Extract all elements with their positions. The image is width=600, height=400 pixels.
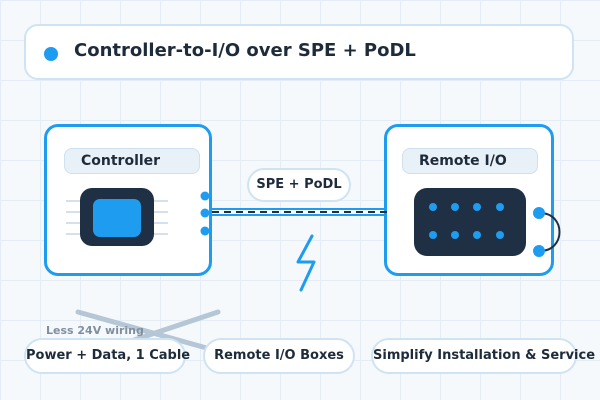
loop-cable-icon	[533, 207, 561, 257]
benefit-power-data: Power + Data, 1 Cable	[24, 338, 190, 374]
title-card: Controller-to-I/O over SPE + PoDL	[24, 24, 574, 80]
controller-label: Controller	[64, 148, 200, 174]
controller-port-dot	[200, 191, 210, 201]
bullet-dot-icon	[44, 47, 58, 61]
benefit-remote-io: Remote I/O Boxes	[203, 338, 355, 374]
page-title: Controller-to-I/O over SPE + PoDL	[74, 40, 416, 61]
remote-io-label: Remote I/O	[402, 148, 538, 174]
chip-icon	[66, 188, 168, 246]
controller-port-dot	[200, 226, 210, 236]
controller-port-dot	[200, 208, 210, 218]
less-wiring-annotation: Less 24V wiring	[46, 324, 144, 337]
terminal-block-icon	[414, 188, 526, 256]
lightning-icon	[296, 234, 316, 292]
spe-podl-label: SPE + PoDL	[247, 168, 351, 202]
benefit-simplify: Simplify Installation & Service	[371, 338, 595, 374]
